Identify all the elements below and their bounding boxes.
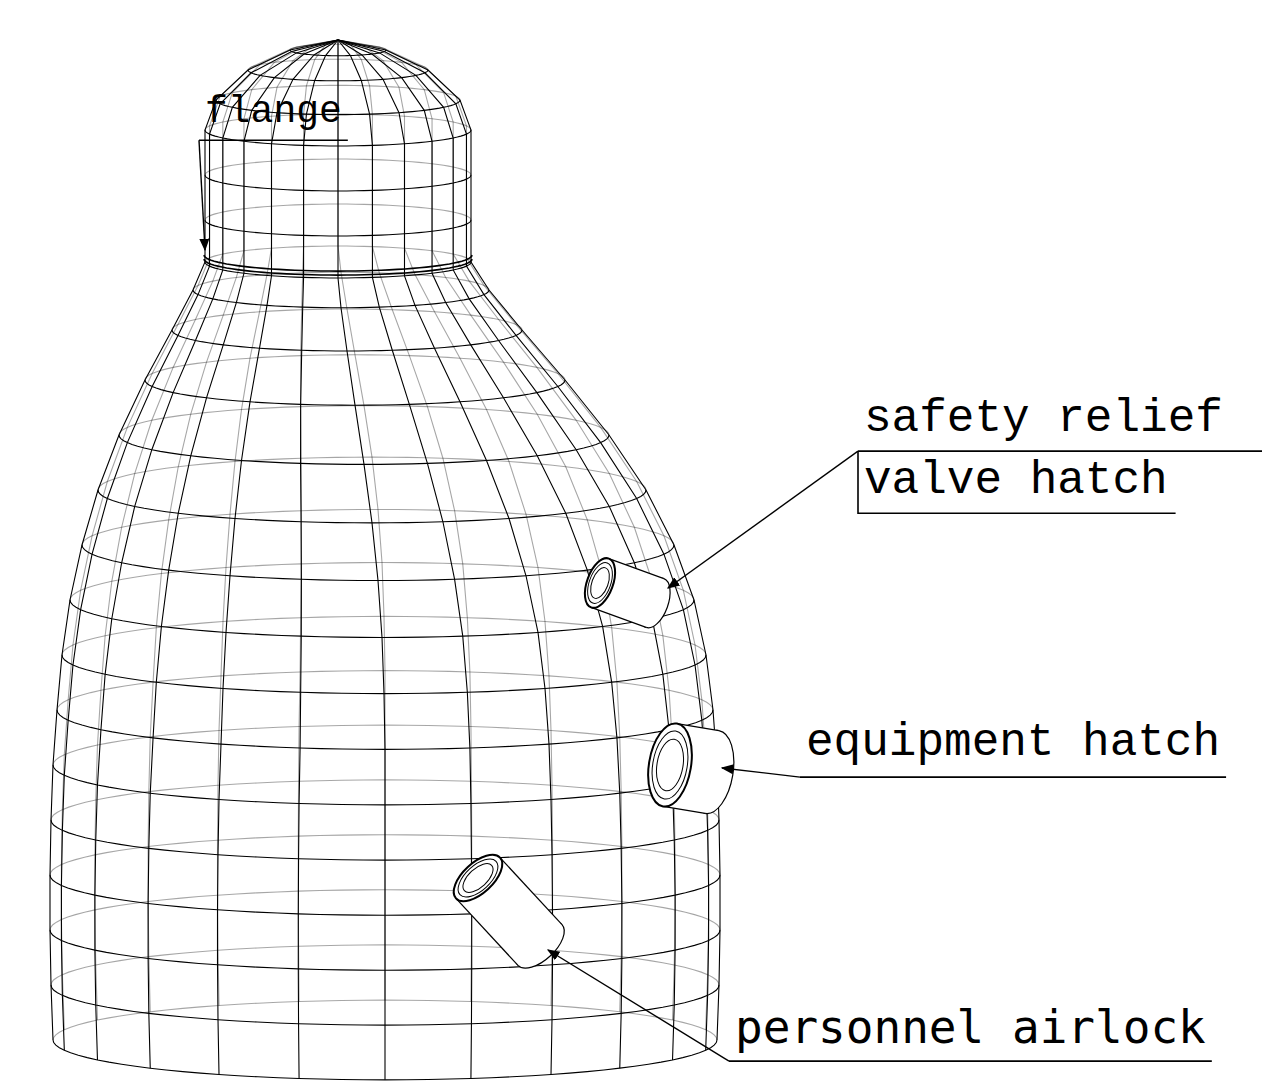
label-underline xyxy=(858,450,1262,452)
relief-valve-hatch xyxy=(579,554,676,632)
callout-label: personnel airlock xyxy=(735,996,1206,1058)
mesh-ring xyxy=(248,70,428,81)
callout-label: safety relief valve hatch xyxy=(864,388,1262,512)
mesh-ring xyxy=(51,820,719,860)
label-underline xyxy=(199,139,348,141)
mesh-meridian xyxy=(298,40,338,1078)
mesh-ring xyxy=(205,220,471,236)
callout-label: equipment hatch xyxy=(806,712,1220,774)
mesh-meridian xyxy=(338,40,622,1068)
mesh-ring xyxy=(62,655,706,694)
mesh-ring xyxy=(290,50,386,56)
mesh-meridian xyxy=(338,40,720,1040)
leader-line xyxy=(548,950,729,1061)
mesh-meridian xyxy=(338,40,385,1000)
mesh-ring xyxy=(172,330,522,351)
mesh-ring xyxy=(50,930,720,970)
leader-group xyxy=(199,140,1262,1061)
mesh-ring xyxy=(57,710,713,749)
mesh-ring xyxy=(50,875,720,915)
mesh-meridian xyxy=(338,40,675,1020)
mesh-ring xyxy=(145,380,565,405)
label-underline xyxy=(800,776,1226,778)
mesh-meridian xyxy=(61,40,338,1050)
mesh-ring xyxy=(204,255,472,271)
mesh-ring xyxy=(204,259,472,275)
mesh-meridian xyxy=(218,40,339,1075)
callout-label: flange xyxy=(205,86,342,137)
mesh-meridian xyxy=(338,40,675,1060)
leader-line xyxy=(722,768,800,777)
hatch-group xyxy=(446,554,740,976)
mesh-ring xyxy=(53,1040,717,1080)
label-underline xyxy=(729,1060,1212,1062)
leader-line xyxy=(199,140,205,250)
mesh-ring xyxy=(53,765,717,805)
mesh-ring xyxy=(119,435,609,464)
mesh-ring xyxy=(82,545,674,581)
mesh-meridian xyxy=(338,40,709,1030)
mesh-ring xyxy=(51,985,719,1025)
leader-line xyxy=(668,451,858,588)
mesh-meridian xyxy=(338,40,622,1012)
mesh-meridian xyxy=(61,40,338,1030)
vessel-mesh xyxy=(50,40,720,1080)
personnel-airlock xyxy=(446,847,572,977)
mesh-meridian xyxy=(338,40,472,1002)
mesh-ring xyxy=(193,290,489,308)
mesh-ring xyxy=(205,175,471,191)
mesh-meridian xyxy=(338,40,385,1080)
mesh-ring xyxy=(98,490,646,523)
mesh-meridian xyxy=(298,40,338,1002)
